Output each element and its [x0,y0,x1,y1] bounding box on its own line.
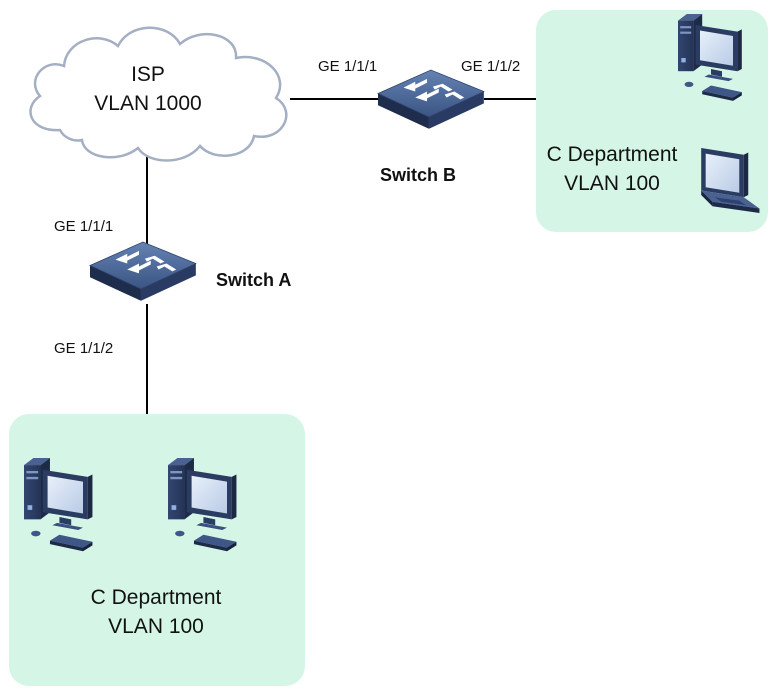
switch-b-downlink-port-label: GE 1/1/2 [461,58,521,75]
switch-a-label: Switch A [216,270,292,290]
isp-cloud-icon [29,26,288,162]
switch-a-downlink-port-label: GE 1/1/2 [54,340,114,357]
switch-a-icon [89,241,197,302]
switch-b-uplink-port-label: GE 1/1/1 [318,58,378,75]
department-zone-a [9,414,305,686]
switch-b-label: Switch B [380,165,457,185]
switch-a-uplink-port-label: GE 1/1/1 [54,218,114,235]
switch-b-icon [377,69,485,130]
department-b-name: C Department [546,143,678,166]
department-b-vlan: VLAN 100 [564,172,660,195]
isp-vlan-label: VLAN 1000 [94,92,202,115]
isp-label: ISP [131,63,165,86]
department-a-vlan: VLAN 100 [108,615,204,638]
department-a-name: C Department [90,586,222,609]
